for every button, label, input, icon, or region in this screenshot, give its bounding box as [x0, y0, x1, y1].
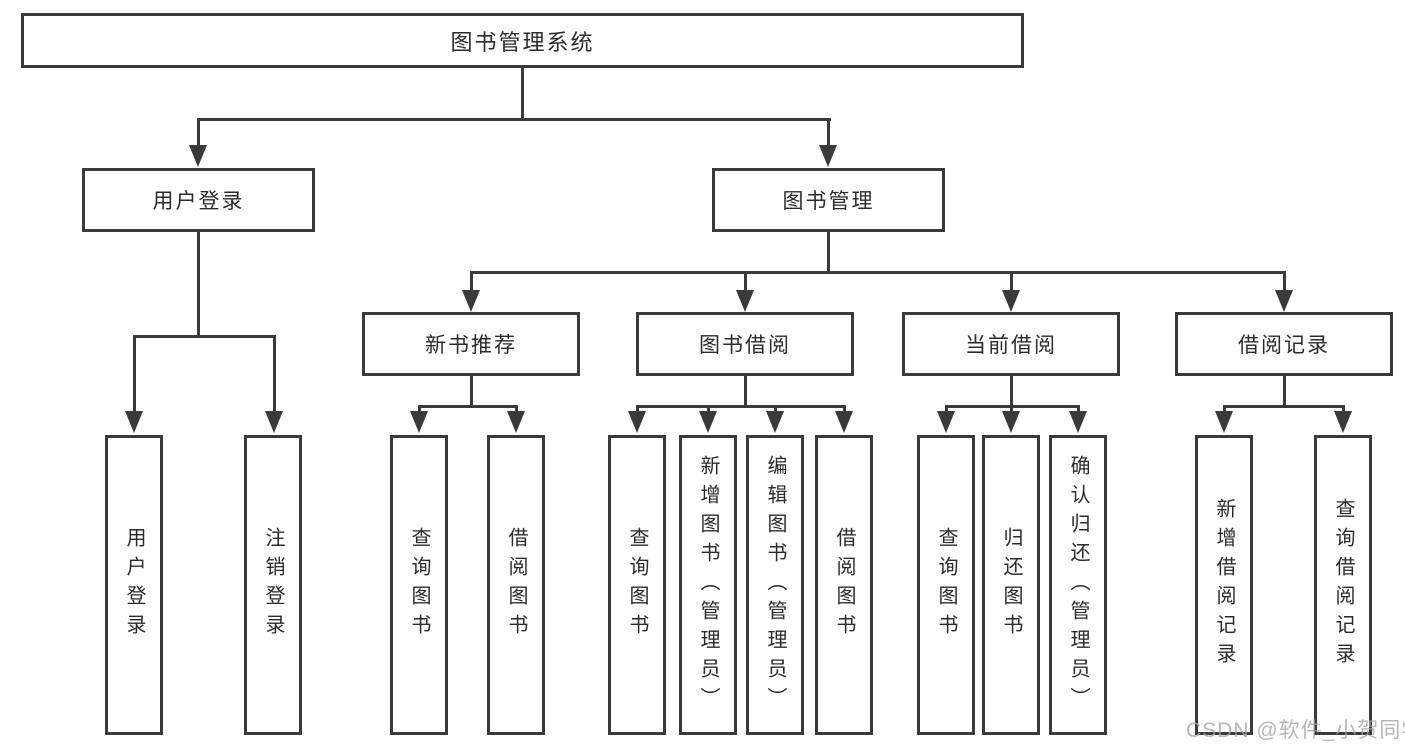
csdn-watermark: CSDN @软件_小贺同学 — [1186, 719, 1405, 742]
leaf-return-book: 归还图书 — [982, 435, 1040, 735]
leaf-add-book-admin: 新增图书（管理员） — [679, 435, 737, 735]
connector-user-login-rail — [133, 335, 276, 338]
arrowhead — [937, 411, 955, 433]
leaf-label: 注销登录 — [262, 527, 284, 643]
connector-level1-rail — [197, 118, 831, 121]
leaf-label: 查询图书 — [408, 527, 430, 643]
leaf-label: 确认归还（管理员） — [1067, 454, 1089, 716]
leaf-query-books-recommend: 查询图书 — [390, 435, 448, 735]
leaf-query-books-current: 查询图书 — [917, 435, 975, 735]
connector-new-book-rail — [418, 405, 517, 408]
connector-shaft-new-book — [470, 271, 473, 295]
leaf-label: 查询图书 — [935, 527, 957, 643]
node-borrowing-records: 借阅记录 — [1175, 312, 1393, 376]
leaf-query-borrow-record: 查询借阅记录 — [1314, 435, 1372, 735]
node-new-book-recommend: 新书推荐 — [362, 312, 580, 376]
node-label: 图书管理 — [782, 190, 875, 213]
leaf-borrow-books: 借阅图书 — [815, 435, 873, 735]
connector-book-borrow-rail — [636, 405, 845, 408]
connector-current-borrow-stub — [1010, 376, 1013, 405]
leaf-label: 查询借阅记录 — [1332, 498, 1354, 672]
node-label: 用户登录 — [152, 190, 245, 213]
leaf-confirm-return-admin: 确认归还（管理员） — [1049, 435, 1107, 735]
arrowhead-leaf-logout — [265, 411, 283, 433]
leaf-edit-book-admin: 编辑图书（管理员） — [746, 435, 804, 735]
arrowhead-new-book — [462, 290, 480, 312]
connector-shaft-book-borrow — [744, 271, 747, 295]
arrowhead — [835, 411, 853, 433]
connector-shaft-book-mgmt — [827, 118, 830, 150]
arrowhead — [766, 411, 784, 433]
node-label: 新书推荐 — [425, 334, 517, 357]
node-label: 图书管理系统 — [450, 29, 595, 55]
node-book-management: 图书管理 — [712, 168, 945, 232]
connector-level2-rail — [470, 271, 1286, 274]
node-user-login: 用户登录 — [82, 168, 315, 232]
connector-shaft-leaf-user-login — [133, 335, 136, 417]
leaf-borrow-books-recommend: 借阅图书 — [487, 435, 545, 735]
leaf-label: 查询图书 — [626, 527, 648, 643]
connector-shaft-user-login — [197, 118, 200, 150]
arrowhead — [699, 411, 717, 433]
connector-root-stub — [521, 68, 524, 118]
arrowhead — [410, 411, 428, 433]
arrowhead — [1334, 411, 1352, 433]
arrowhead — [1069, 411, 1087, 433]
connector-book-mgmt-stub — [827, 232, 830, 271]
arrowhead-borrow-records — [1275, 290, 1293, 312]
arrowhead — [628, 411, 646, 433]
connector-shaft-current-borrow — [1010, 271, 1013, 295]
arrowhead-leaf-user-login — [125, 411, 143, 433]
connector-borrow-records-stub — [1283, 376, 1286, 405]
leaf-label: 归还图书 — [1000, 527, 1022, 643]
arrowhead — [507, 411, 525, 433]
arrowhead-book-mgmt — [819, 145, 837, 167]
leaf-query-books-borrowing: 查询图书 — [608, 435, 666, 735]
node-label: 图书借阅 — [699, 334, 791, 357]
arrowhead — [1002, 411, 1020, 433]
leaf-label: 新增图书（管理员） — [697, 454, 719, 716]
connector-shaft-leaf-logout — [273, 335, 276, 417]
node-current-borrowing: 当前借阅 — [902, 312, 1120, 376]
node-library-management-system: 图书管理系统 — [21, 13, 1024, 68]
leaf-logout: 注销登录 — [244, 435, 302, 735]
leaf-label: 新增借阅记录 — [1213, 498, 1235, 672]
leaf-add-borrow-record: 新增借阅记录 — [1195, 435, 1253, 735]
leaf-label: 编辑图书（管理员） — [764, 454, 786, 716]
arrowhead-book-borrow — [736, 290, 754, 312]
arrowhead-user-login — [189, 145, 207, 167]
node-book-borrowing: 图书借阅 — [636, 312, 854, 376]
connector-new-book-stub — [470, 376, 473, 405]
node-label: 借阅记录 — [1238, 334, 1330, 357]
connector-shaft-borrow-records — [1283, 271, 1286, 295]
arrowhead — [1215, 411, 1233, 433]
leaf-label: 借阅图书 — [505, 527, 527, 643]
leaf-user-login: 用户登录 — [105, 435, 163, 735]
arrowhead-current-borrow — [1002, 290, 1020, 312]
connector-borrow-records-rail — [1223, 405, 1344, 408]
node-label: 当前借阅 — [965, 334, 1057, 357]
connector-user-login-stub — [197, 232, 200, 335]
connector-book-borrow-stub — [744, 376, 747, 405]
leaf-label: 借阅图书 — [833, 527, 855, 643]
leaf-label: 用户登录 — [123, 527, 145, 643]
